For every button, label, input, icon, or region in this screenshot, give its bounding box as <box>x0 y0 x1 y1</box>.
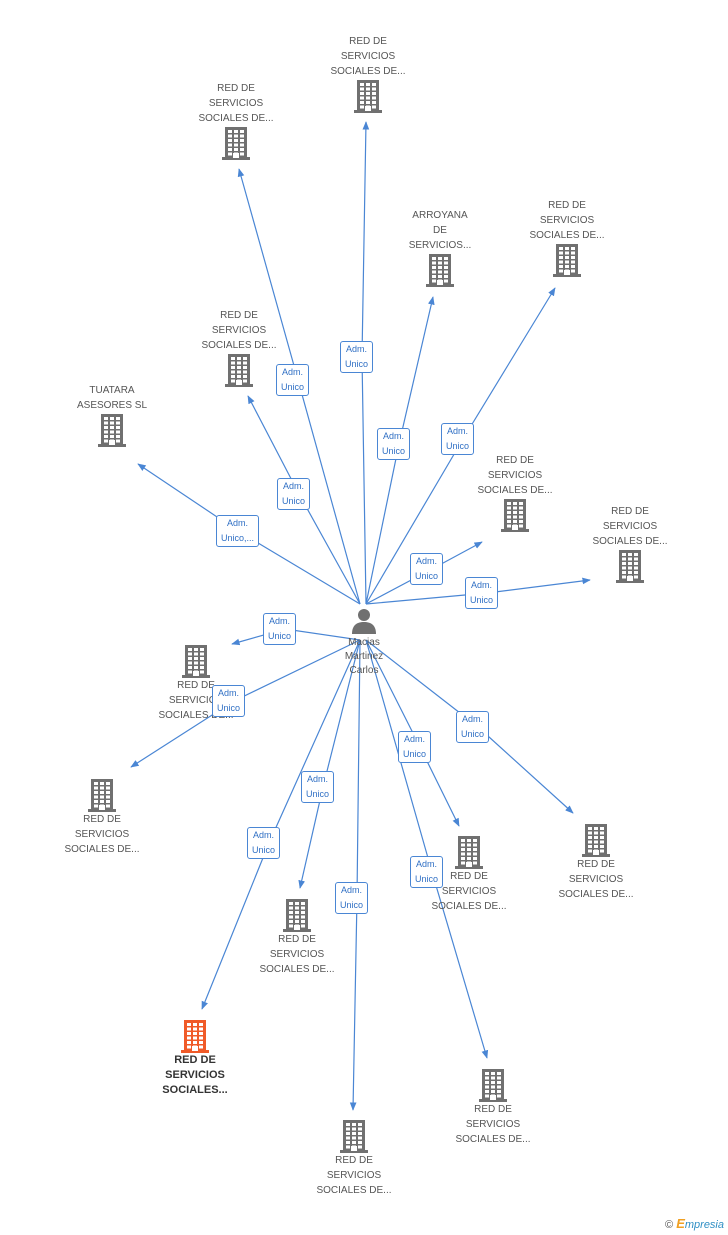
building-icon <box>340 1120 368 1153</box>
brand-logo-e: E <box>676 1216 685 1231</box>
company-node[interactable]: RED DE SERVICIOS SOCIALES DE... <box>438 1068 548 1147</box>
company-label: RED DE SERVICIOS SOCIALES DE... <box>455 1104 531 1145</box>
company-node[interactable]: RED DE SERVICIOS SOCIALES DE... <box>541 823 651 902</box>
company-label: RED DE SERVICIOS SOCIALES DE... <box>259 934 335 975</box>
edge-label-badge[interactable]: Adm. Unico <box>465 577 499 609</box>
company-node[interactable]: RED DE SERVICIOS SOCIALES DE... <box>299 1119 409 1198</box>
edge-label-badge[interactable]: Adm. Unico <box>441 423 475 455</box>
building-icon <box>426 254 454 287</box>
center-person[interactable]: Macias Martinez Carlos <box>328 606 400 678</box>
company-label: RED DE SERVICIOS SOCIALES DE... <box>558 859 634 900</box>
edge-label-badge[interactable]: Adm. Unico <box>377 428 411 460</box>
company-node[interactable]: RED DE SERVICIOS SOCIALES... <box>140 1019 250 1098</box>
company-node[interactable]: RED DE SERVICIOS SOCIALES DE... <box>512 198 622 277</box>
person-icon <box>352 609 376 634</box>
building-icon <box>354 80 382 113</box>
edge-label-badge[interactable]: Adm. Unico <box>301 771 335 803</box>
company-node[interactable]: RED DE SERVICIOS SOCIALES DE... <box>460 453 570 532</box>
company-node[interactable]: ARROYANA DE SERVICIOS... <box>385 208 495 287</box>
company-label: RED DE SERVICIOS SOCIALES DE... <box>316 1155 392 1196</box>
company-label: RED DE SERVICIOS SOCIALES DE... <box>431 871 507 912</box>
edge-label-badge[interactable]: Adm. Unico <box>247 827 281 859</box>
company-label: TUATARA ASESORES SL <box>76 385 148 411</box>
edge-label-badge[interactable]: Adm. Unico <box>398 731 432 763</box>
edge-line <box>349 639 361 1111</box>
edge-label-badge[interactable]: Adm. Unico,... <box>216 515 260 547</box>
company-label: RED DE SERVICIOS SOCIALES DE... <box>477 455 553 496</box>
edge-label-badge[interactable]: Adm. Unico <box>212 685 246 717</box>
company-label: ARROYANA DE SERVICIOS... <box>408 210 472 251</box>
company-node[interactable]: RED DE SERVICIOS SOCIALES DE... <box>313 34 423 113</box>
company-node[interactable]: RED DE SERVICIOS SOCIALES DE... <box>47 778 157 857</box>
company-label: RED DE SERVICIOS SOCIALES DE... <box>592 506 668 547</box>
building-icon <box>88 779 116 812</box>
company-node[interactable]: RED DE SERVICIOS SOCIALES DE... <box>184 308 294 387</box>
company-label: RED DE SERVICIOS SOCIALES DE... <box>201 310 277 351</box>
edge-label-badge[interactable]: Adm. Unico <box>263 613 297 645</box>
company-label: RED DE SERVICIOS SOCIALES... <box>162 1054 228 1096</box>
building-icon <box>98 414 126 447</box>
building-icon <box>501 499 529 532</box>
company-label: RED DE SERVICIOS SOCIALES DE... <box>330 36 406 77</box>
brand-name: mpresia <box>684 1219 724 1231</box>
person-name: Macias Martinez Carlos <box>344 637 384 676</box>
building-icon <box>455 836 483 869</box>
copyright-symbol: © <box>665 1219 674 1231</box>
company-node[interactable]: TUATARA ASESORES SL <box>57 383 167 447</box>
building-icon <box>283 899 311 932</box>
edge-label-badge[interactable]: Adm. Unico <box>276 364 310 396</box>
edge-label-badge[interactable]: Adm. Unico <box>410 856 444 888</box>
building-icon <box>616 550 644 583</box>
edge-label-badge[interactable]: Adm. Unico <box>277 478 311 510</box>
company-node[interactable]: RED DE SERVICIOS SOCIALES DE... <box>181 81 291 160</box>
company-label: RED DE SERVICIOS SOCIALES DE... <box>529 200 605 241</box>
company-label: RED DE SERVICIOS SOCIALES DE... <box>198 83 274 124</box>
building-icon <box>582 824 610 857</box>
edge-label-badge[interactable]: Adm. Unico <box>340 341 374 373</box>
building-icon <box>553 244 581 277</box>
brand-footer[interactable]: © Empresia <box>665 1216 724 1231</box>
building-icon <box>181 1020 209 1053</box>
building-icon <box>225 354 253 387</box>
company-label: RED DE SERVICIOS SOCIALES DE... <box>64 814 140 855</box>
edge-label-badge[interactable]: Adm. Unico <box>335 882 369 914</box>
building-icon <box>182 645 210 678</box>
company-node[interactable]: RED DE SERVICIOS SOCIALES DE... <box>242 898 352 977</box>
edge-label-badge[interactable]: Adm. Unico <box>410 553 444 585</box>
edge-label-badge[interactable]: Adm. Unico <box>456 711 490 743</box>
building-icon <box>479 1069 507 1102</box>
company-node[interactable]: RED DE SERVICIOS SOCIALES DE... <box>414 835 524 914</box>
company-node[interactable]: RED DE SERVICIOS SOCIALES DE... <box>575 504 685 583</box>
building-icon <box>222 127 250 160</box>
